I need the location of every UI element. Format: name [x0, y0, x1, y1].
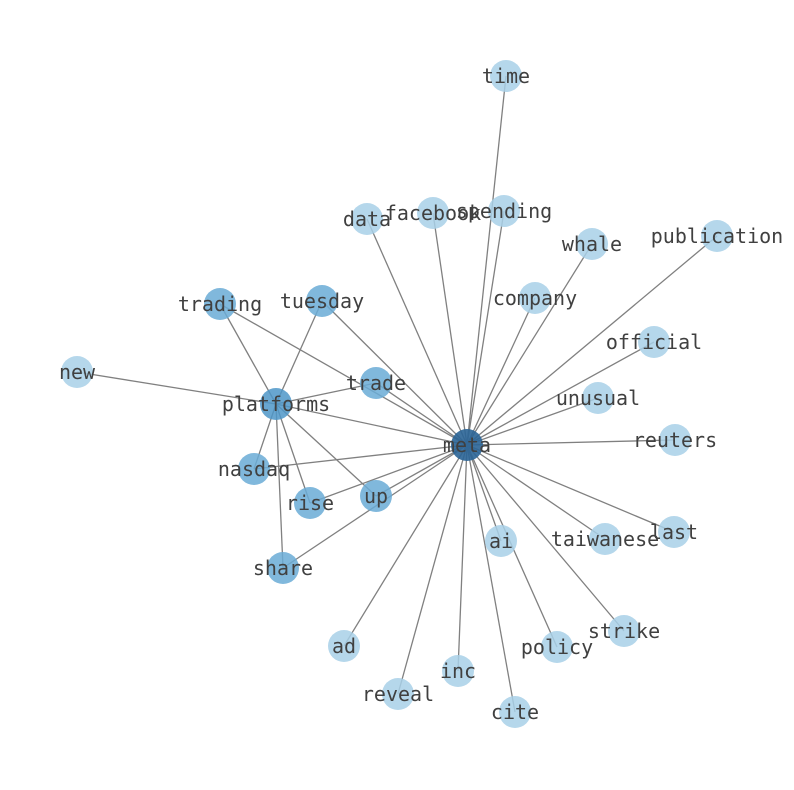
node-reuters	[659, 424, 691, 456]
node-new	[61, 356, 93, 388]
edge-platforms-rise	[275, 403, 311, 504]
edge-meta-platforms	[275, 403, 468, 446]
edge-meta-data	[366, 218, 468, 446]
edge-meta-cite	[466, 444, 516, 713]
node-label-share: share	[253, 556, 313, 580]
edge-meta-taiwanese	[466, 444, 606, 540]
node-label-tuesday: tuesday	[280, 289, 364, 313]
edge-platforms-new	[76, 371, 277, 405]
node-label-up: up	[364, 484, 388, 508]
node-ai	[485, 525, 517, 557]
edge-platforms-up	[275, 403, 377, 497]
edge-platforms-tuesday	[275, 300, 323, 405]
node-label-rise: rise	[286, 491, 334, 515]
node-label-nasdaq: nasdaq	[218, 457, 290, 481]
node-last	[658, 516, 690, 548]
edge-meta-strike	[466, 444, 625, 632]
node-label-platforms: platforms	[222, 392, 330, 416]
node-label-strike: strike	[588, 619, 660, 643]
node-label-meta: meta	[443, 433, 491, 457]
node-unusual	[582, 382, 614, 414]
node-policy	[541, 631, 573, 663]
node-whale	[576, 228, 608, 260]
node-company	[519, 282, 551, 314]
node-ad	[328, 630, 360, 662]
node-strike	[608, 615, 640, 647]
node-share	[267, 552, 299, 584]
node-cite	[499, 696, 531, 728]
node-label-reveal: reveal	[362, 682, 434, 706]
edge-meta-reveal	[397, 444, 468, 695]
edge-meta-facebook	[432, 212, 468, 446]
edge-meta-spending	[466, 210, 505, 446]
node-official	[638, 326, 670, 358]
node-label-company: company	[493, 286, 577, 310]
edge-platforms-share	[275, 403, 284, 569]
nodes-layer	[61, 60, 733, 728]
node-label-trade: trade	[346, 371, 406, 395]
edge-meta-time	[466, 75, 507, 446]
node-label-publication: publication	[651, 224, 783, 248]
node-label-inc: inc	[440, 659, 476, 683]
node-time	[490, 60, 522, 92]
node-label-trading: trading	[178, 292, 262, 316]
node-publication	[701, 220, 733, 252]
node-taiwanese	[589, 523, 621, 555]
edge-platforms-trading	[219, 303, 277, 405]
node-label-reuters: reuters	[633, 428, 717, 452]
node-label-data: data	[343, 207, 391, 231]
node-facebook	[417, 197, 449, 229]
edge-meta-official	[466, 341, 655, 446]
edges-layer	[76, 75, 718, 713]
edge-meta-publication	[466, 235, 718, 446]
node-label-last: last	[650, 520, 698, 544]
node-label-facebook: facebook	[385, 201, 481, 225]
edge-meta-company	[466, 297, 536, 446]
node-reveal	[382, 678, 414, 710]
edge-meta-ai	[466, 444, 502, 542]
edge-meta-reuters	[466, 439, 676, 446]
node-platforms	[260, 388, 292, 420]
edge-meta-trading	[219, 303, 468, 446]
node-meta	[451, 429, 483, 461]
node-label-official: official	[606, 330, 702, 354]
edge-meta-nasdaq	[253, 444, 468, 470]
edge-meta-unusual	[466, 397, 599, 446]
node-label-ad: ad	[332, 634, 356, 658]
edge-meta-up	[375, 444, 468, 497]
node-nasdaq	[238, 453, 270, 485]
node-up	[360, 480, 392, 512]
node-label-policy: policy	[521, 635, 593, 659]
edge-meta-last	[466, 444, 675, 533]
edge-meta-inc	[457, 444, 468, 672]
node-label-unusual: unusual	[556, 386, 640, 410]
node-trading	[204, 288, 236, 320]
node-label-spending: spending	[456, 199, 552, 223]
labels-layer: meta platforms trade tuesday trading nasdaq ri…	[59, 64, 783, 724]
edge-meta-trade	[375, 382, 468, 446]
node-trade	[360, 367, 392, 399]
edge-platforms-trade	[275, 382, 377, 405]
edge-meta-tuesday	[321, 300, 468, 446]
node-spending	[488, 195, 520, 227]
node-label-taiwanese: taiwanese	[551, 527, 659, 551]
node-label-ai: ai	[489, 529, 513, 553]
node-label-cite: cite	[491, 700, 539, 724]
node-inc	[442, 655, 474, 687]
node-rise	[294, 487, 326, 519]
node-label-whale: whale	[562, 232, 622, 256]
edge-meta-rise	[309, 444, 468, 504]
edge-meta-ad	[343, 444, 468, 647]
node-label-new: new	[59, 360, 96, 384]
edge-meta-whale	[466, 243, 593, 446]
node-data	[351, 203, 383, 235]
node-tuesday	[306, 285, 338, 317]
node-label-time: time	[482, 64, 530, 88]
